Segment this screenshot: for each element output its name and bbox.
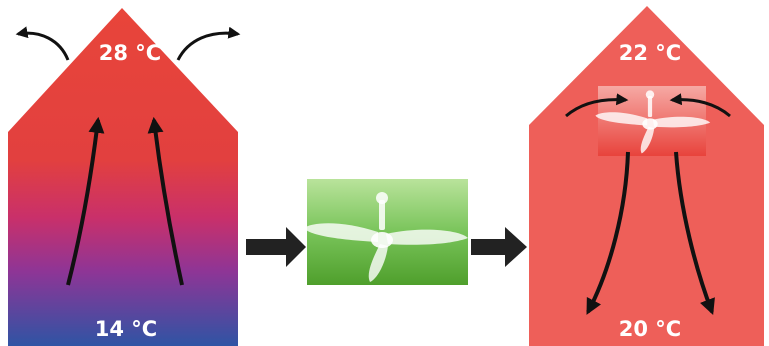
- left-bottom-temperature: 14 °C: [95, 317, 157, 341]
- connector-arrow-2: [471, 227, 527, 267]
- connector-arrow-1: [246, 227, 306, 267]
- fan-box: [304, 179, 468, 285]
- left-escaping-arrow-right: [178, 33, 238, 60]
- left-top-temperature: 28 °C: [99, 41, 161, 65]
- right-house: 22 °C 20 °C: [529, 6, 764, 346]
- left-house: 28 °C 14 °C: [8, 8, 238, 346]
- left-escaping-arrow-left: [18, 33, 68, 60]
- right-bottom-temperature: 20 °C: [619, 317, 681, 341]
- right-top-temperature: 22 °C: [619, 41, 681, 65]
